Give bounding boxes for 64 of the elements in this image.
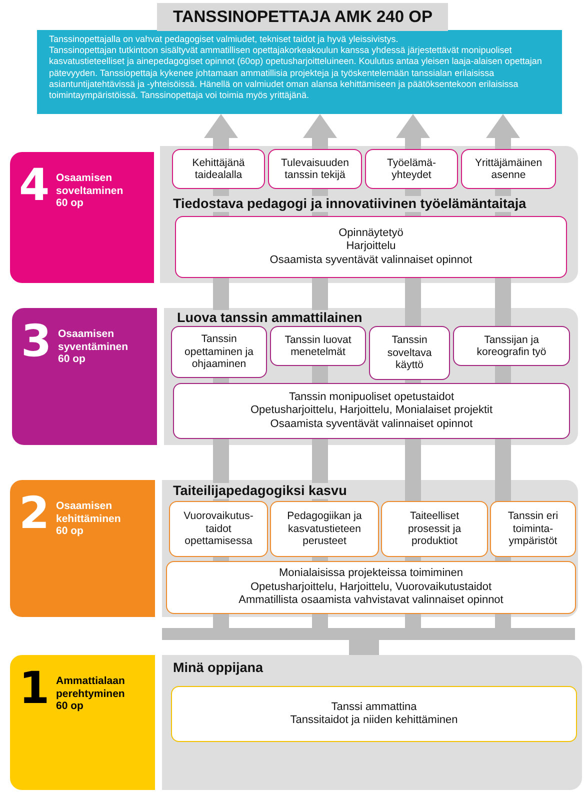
competence-card [365,149,458,189]
competence-text: Vuorovaikutus-taidot opettamisessa [182,510,254,548]
study-line: Harjoittelu [346,240,396,254]
competence-text: Tulevaisuuden tanssin tekijä [280,156,350,182]
study-line: Opinnäytetyö [338,226,404,240]
studies-card [173,383,570,439]
competence-text: Kehittäjänä taidealalla [191,156,246,182]
competence-text: Pedagogiikan ja kasvatustieteen perusteet [286,510,363,548]
description-paragraph: Tanssinopettajan tutkintoon sisältyvät ammatillisen opettajakorkeakoulun kanssa yhdessä järjestettävät monipuoliset kasvatustieteelliset ja ainepedagogiset opinnot (60op) opetusharjoitteluineen. Koulutus antaa yleisen laaja-alaisen opettajan pätevyyden. Tanssiopettaja kykenee johtamaan ammatillisia projekteja ja työskentelemään tanssialan erilaisissa asiantuntijatehtävissä ja -yhteisöissä. Hänellä on valmiudet oman alansa kehittämiseen ja päätöksentekoon erilaisissa toimintaympäristöissä. Tanssinopettaja voi toimia myös yrittäjänä. [49,45,543,102]
competence-text: Tanssin luovat menetelmät [284,334,352,358]
arrow [396,114,430,149]
study-line: Tanssitaidot ja niiden kehittäminen [290,714,458,728]
competence-card [270,326,366,366]
level-number: 3 [21,318,52,366]
level-badge [12,308,157,445]
study-line: Opetusharjoittelu, Harjoittelu, Vuorovaikutustaidot [250,580,492,594]
level-number: 2 [19,490,50,538]
level-title: Osaamisen syventäminen 60 op [58,328,130,366]
level-panel [164,308,578,445]
competence-card [268,149,362,189]
studies-card [166,561,576,614]
competence-card [453,326,570,366]
competence-text: Yrittäjämäinen asenne [474,156,544,182]
description-paragraph: Tanssinopettajalla on vahvat pedagogiset valmiudet, tekniset taidot ja hyvä yleissivistys. [49,34,400,46]
level-badge [10,655,155,790]
level-panel [162,480,578,617]
competence-card [381,501,488,557]
diagram-title: TANSSINOPETTAJA AMK 240 OP [157,3,448,31]
study-line: Ammatillista osaamista vahvistavat valinnaiset opinnot [238,594,504,608]
description-panel [37,30,562,114]
level-heading: Tiedostava pedagogi ja innovatiivinen työelämäntaitaja [170,196,530,212]
level-title: Osaamisen soveltaminen 60 op [56,172,124,210]
competence-text: Tanssijan ja koreografin työ [476,334,548,358]
study-line: Osaamista syventävät valinnaiset opinnot [270,418,473,432]
competence-text: Tanssin soveltava käyttö [386,334,433,372]
competence-card [461,149,556,189]
competence-text: Tanssin opettaminen ja ohjaaminen [184,333,254,371]
competence-text: Tanssin eri toiminta-ympäristöt [506,510,560,548]
study-line: Tanssin monipuoliset opetustaidot [288,390,454,404]
arrow [204,114,238,149]
level-number: 4 [19,162,50,210]
study-line: Opetusharjoittelu, Harjoittelu, Monialaiset projektit [250,404,493,418]
level-title: Osaamisen kehittäminen 60 op [56,500,122,538]
level-panel [162,655,582,790]
competence-card [490,501,576,557]
level-title: Ammattialaan perehtyminen 60 op [56,675,126,712]
competence-card [270,501,379,557]
competence-card [369,326,450,380]
competence-card [172,149,265,189]
arrow [303,114,337,149]
studies-card [171,686,577,742]
study-line: Tanssi ammattina [331,700,417,714]
arrow [486,114,520,149]
competence-text: Työelämä-yhteydet [386,156,438,182]
studies-card [175,216,567,278]
level-number: 1 [19,665,50,713]
competence-card [169,501,268,557]
competence-card [171,326,267,378]
level-badge [10,480,155,617]
study-line: Osaamista syventävät valinnaiset opinnot [270,254,472,268]
level-panel [160,146,578,283]
competence-text: Taiteelliset prosessit ja produktiot [406,510,462,548]
level-badge [10,152,154,283]
study-line: Monialaisissa projekteissa toimiminen [278,567,464,581]
